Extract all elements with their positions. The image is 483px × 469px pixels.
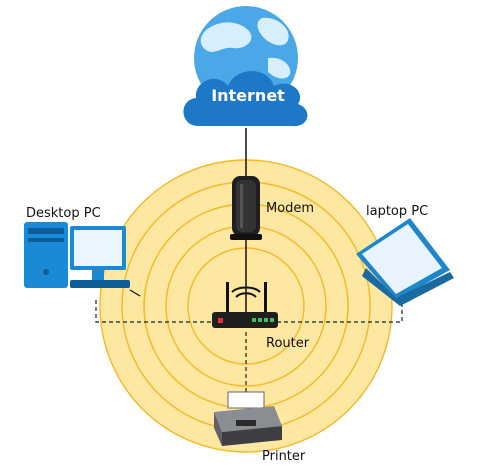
internet-label: Internet (211, 86, 285, 105)
router-label: Router (266, 336, 310, 351)
modem-icon (230, 176, 262, 240)
printer-label: Printer (262, 449, 306, 464)
modem-label: Modem (266, 201, 315, 216)
laptop-icon (356, 218, 454, 306)
laptop-pc-label: laptop PC (366, 204, 429, 219)
printer-icon (214, 391, 282, 446)
router-icon (212, 282, 278, 328)
desktop-pc-label: Desktop PC (26, 206, 101, 221)
desktop-pc-icon (24, 222, 141, 297)
cloud-icon (183, 71, 308, 127)
